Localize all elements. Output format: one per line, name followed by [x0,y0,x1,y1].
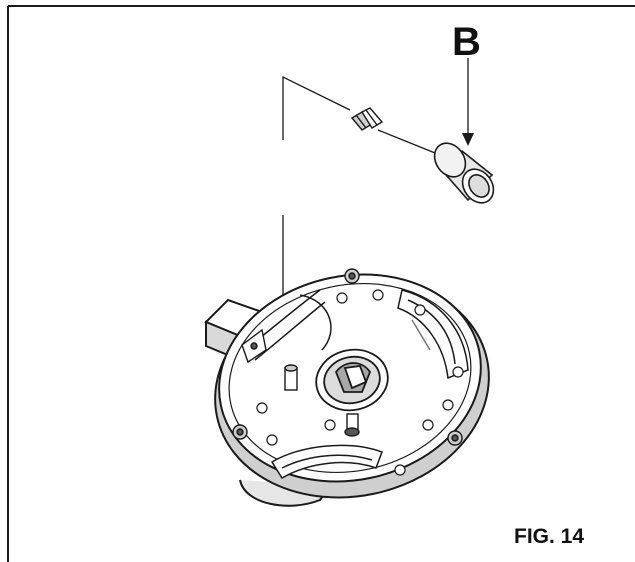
figure-label: FIG. 14 [514,525,585,548]
threaded-fitting [350,107,384,131]
post-centre [344,413,360,437]
left-bracket [241,328,267,364]
curved-slot-bottom [270,444,383,480]
post-left [284,364,298,391]
callout-letter-b: B [452,20,481,64]
callout-arrow-head [462,133,474,146]
centre-hub [315,348,389,412]
screw-bosses [232,268,463,446]
page-border [7,5,635,562]
sleeve-part [433,142,495,204]
mounting-holes [256,289,464,476]
